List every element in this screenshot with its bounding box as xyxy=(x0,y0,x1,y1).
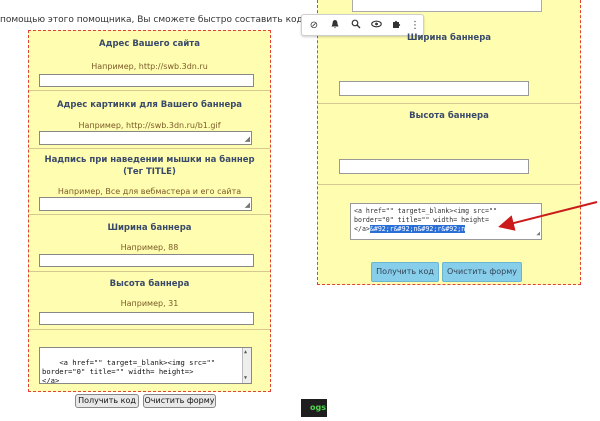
height-example: Например, 31 xyxy=(120,299,179,308)
height-label: Высота баннера xyxy=(109,279,190,289)
title-label: Надпись при наведении мышки на баннер xyxy=(44,155,255,165)
site-logo: ogs xyxy=(301,399,327,417)
screenshot-clear-button[interactable]: Очистить форму xyxy=(442,262,522,282)
intro-text: помощью этого помощника, Вы сможете быст… xyxy=(0,15,380,25)
search-icon[interactable] xyxy=(349,19,363,33)
site-url-input[interactable] xyxy=(39,74,254,87)
screenshot-width-input[interactable] xyxy=(339,81,529,96)
title-example: Например, Все для вебмастера и его сайта xyxy=(57,187,242,196)
resize-grip-icon[interactable]: ◢ xyxy=(244,135,250,143)
width-label: Ширина баннера xyxy=(107,223,192,233)
banner-form: Адрес Вашего сайта Например, http://swb.… xyxy=(28,30,271,392)
more-icon[interactable]: ⋮ xyxy=(410,20,420,31)
height-input[interactable] xyxy=(39,312,254,325)
code-output-text: <a href="" target=_blank><img src="" bor… xyxy=(42,358,216,384)
screenshot-width-label: Ширина баннера xyxy=(406,33,492,43)
resize-grip-icon[interactable]: ◢ xyxy=(536,230,540,237)
site-example: Например, http://swb.3dn.ru xyxy=(91,62,208,71)
code-output-textarea[interactable]: <a href="" target=_blank><img src="" bor… xyxy=(39,347,252,384)
image-label: Адрес картинки для Вашего баннера xyxy=(56,100,243,110)
resize-grip-icon[interactable]: ◢ xyxy=(244,201,250,209)
eye-icon[interactable] xyxy=(369,19,383,33)
scroll-up-icon[interactable]: ▲ xyxy=(244,349,248,355)
height-section: Высота баннера Например, 31 xyxy=(29,272,270,330)
bell-icon[interactable] xyxy=(328,19,342,33)
title-textarea[interactable]: ◢ xyxy=(39,197,252,211)
get-code-button[interactable]: Получить код xyxy=(75,394,139,408)
selected-code-text: &#92;r&#92;n&#92;r&#92;n xyxy=(369,225,466,233)
scroll-down-icon[interactable]: ▼ xyxy=(244,375,248,381)
textarea-top-fragment[interactable] xyxy=(352,0,542,12)
image-url-textarea[interactable]: ◢ xyxy=(39,131,252,145)
image-section: Адрес картинки для Вашего баннера Наприм… xyxy=(29,91,270,149)
puzzle-icon[interactable] xyxy=(389,19,403,33)
width-example: Например, 88 xyxy=(120,243,179,252)
screenshot-divider xyxy=(318,103,580,104)
width-input[interactable] xyxy=(39,254,254,267)
screenshot-code-text: <a href="" target=_blank><img src="" bor… xyxy=(354,207,497,233)
clear-form-button[interactable]: Очистить форму xyxy=(143,394,216,408)
title-section: Надпись при наведении мышки на баннер (Т… xyxy=(29,149,270,215)
title-tag-label: (Тег TITLE) xyxy=(123,167,176,177)
scrollbar[interactable]: ▲▼ xyxy=(242,348,251,383)
screenshot-divider xyxy=(318,184,580,185)
width-section: Ширина баннера Например, 88 xyxy=(29,215,270,272)
site-section: Адрес Вашего сайта Например, http://swb.… xyxy=(29,31,270,91)
screenshot-height-input[interactable] xyxy=(339,159,529,174)
screenshot-get-code-button[interactable]: Получить код xyxy=(371,262,439,282)
site-label: Адрес Вашего сайта xyxy=(99,39,200,49)
image-example: Например, http://swb.3dn.ru/b1.gif xyxy=(78,121,221,130)
block-icon[interactable]: ⊘ xyxy=(309,20,319,31)
floating-toolbar: ⊘ ⋮ xyxy=(301,14,424,36)
annotation-arrow xyxy=(498,201,598,231)
screenshot-height-label: Высота баннера xyxy=(409,111,489,121)
